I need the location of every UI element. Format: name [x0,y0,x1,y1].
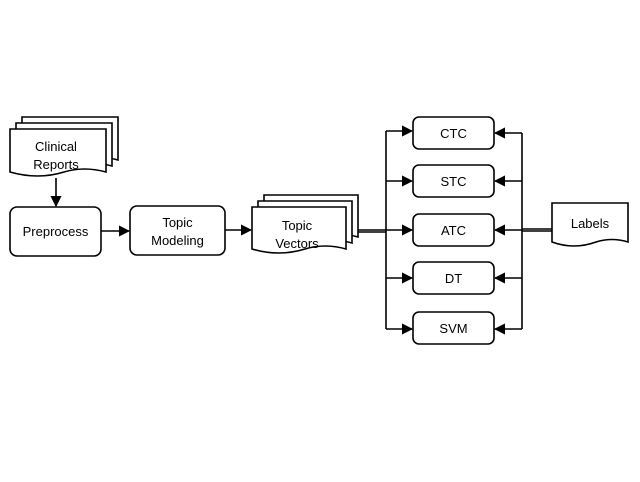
labels-node: Labels [551,202,629,247]
edges [50,125,552,335]
clinical-reports-label-line1: Clinical [35,139,77,154]
dt-node: DT [412,261,495,295]
ctc-node: CTC [412,116,495,150]
topic-modeling-label-line2: Modeling [151,233,204,248]
clinical-reports-node: Clinical Reports [9,116,119,177]
topic-vectors-label-line2: Vectors [275,236,319,251]
topic-vectors-label-line1: Topic [282,218,313,233]
dt-label: DT [445,271,462,286]
ctc-label: CTC [440,126,467,141]
topic-modeling-node: Topic Modeling [129,205,226,256]
labels-label: Labels [571,216,610,231]
topic-vectors-node: Topic Vectors [251,194,359,254]
preprocess-label: Preprocess [23,224,89,239]
stc-node: STC [412,164,495,198]
preprocess-node: Preprocess [9,206,102,257]
atc-node: ATC [412,213,495,247]
atc-label: ATC [441,223,466,238]
svm-node: SVM [412,311,495,345]
stc-label: STC [441,174,467,189]
clinical-reports-label-line2: Reports [33,157,79,172]
svm-label: SVM [439,321,467,336]
topic-modeling-label-line1: Topic [162,215,193,230]
